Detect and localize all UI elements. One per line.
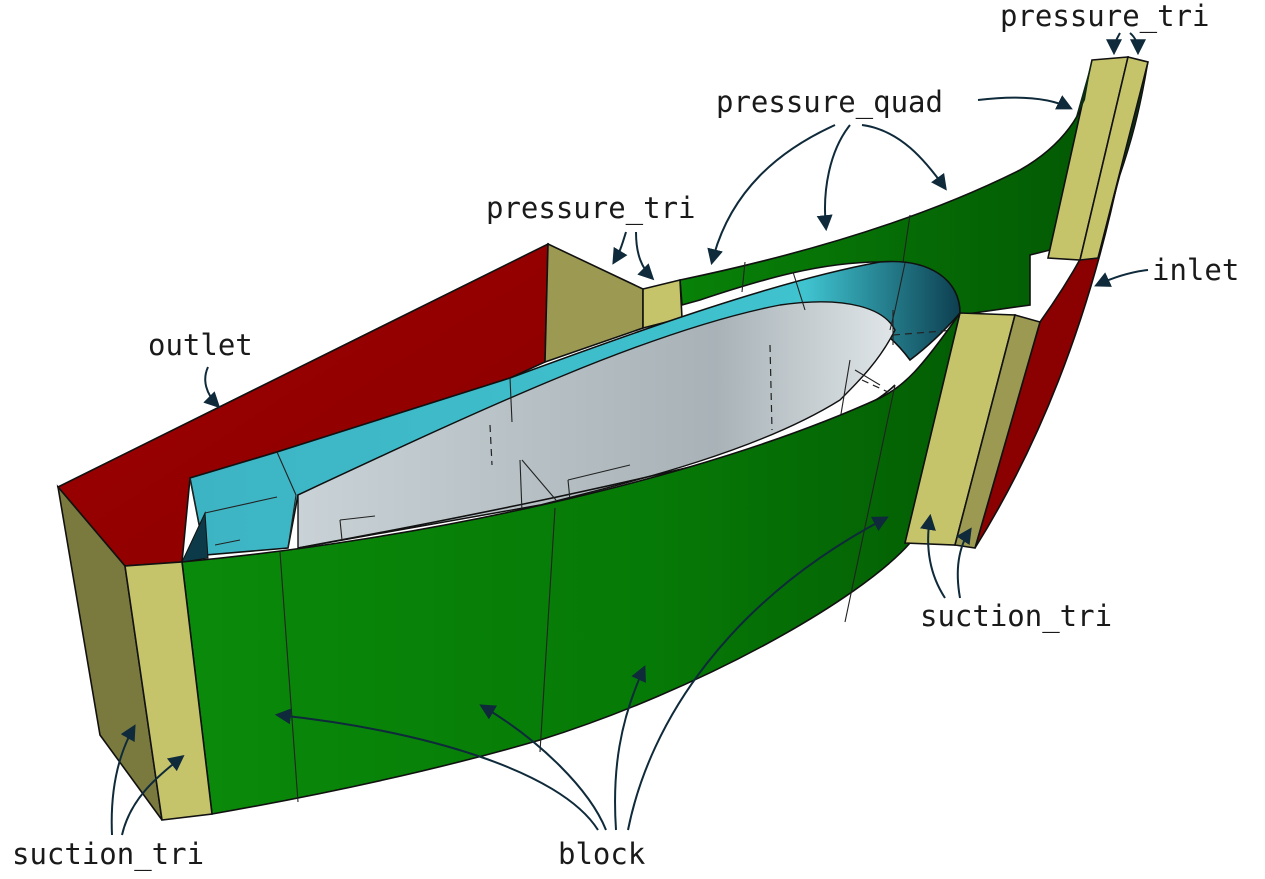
labels: pressure_tri pressure_quad pressure_tri …	[12, 0, 1239, 872]
annotation-arrows	[110, 32, 1149, 836]
label-inlet: inlet	[1152, 253, 1239, 287]
pressure-tri-top-faces	[1047, 56, 1149, 261]
arrow-block-3	[614, 665, 646, 831]
arrow-pressure-tri-top-1	[1106, 32, 1123, 56]
arrow-pressure-quad-right	[977, 95, 1073, 110]
arrow-suction-tri-left-1	[110, 724, 136, 836]
label-pressure-tri-top: pressure_tri	[1000, 0, 1210, 34]
arrow-suction-tri-left-2	[121, 755, 185, 836]
label-suction-tri-left: suction_tri	[12, 837, 204, 872]
arrow-block-2	[479, 704, 607, 831]
label-suction-tri-right: suction_tri	[920, 599, 1112, 634]
label-pressure-quad: pressure_quad	[716, 85, 943, 120]
label-block: block	[558, 837, 646, 871]
blade-surface	[181, 260, 961, 563]
arrow-pressure-quad-1	[707, 124, 836, 266]
arrow-outlet	[203, 366, 221, 409]
suction-tri-right-faces	[903, 312, 1041, 549]
arrow-inlet	[1094, 269, 1149, 287]
arrow-pressure-tri-mid-1	[612, 231, 628, 265]
arrow-suction-tri-right-2	[956, 527, 972, 599]
arrow-pressure-tri-top-2	[1129, 32, 1146, 56]
suction-tri-left-faces	[56, 484, 213, 821]
arrow-pressure-quad-3	[861, 124, 947, 191]
arrow-suction-tri-right-1	[920, 513, 946, 599]
arrow-pressure-quad-2	[816, 124, 851, 232]
label-pressure-tri-mid: pressure_tri	[486, 191, 696, 226]
arrow-block-4	[627, 516, 889, 831]
arrow-block-1	[274, 708, 599, 831]
arrow-pressure-tri-mid-2	[635, 231, 655, 281]
label-outlet: outlet	[148, 328, 253, 362]
